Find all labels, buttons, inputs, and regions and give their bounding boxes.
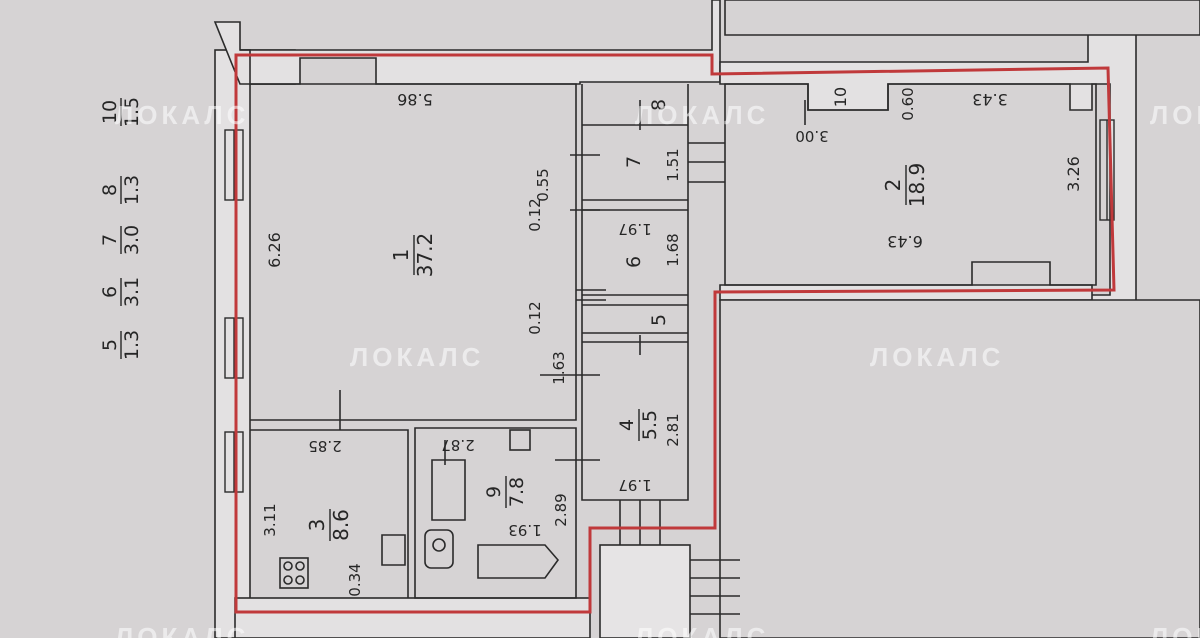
dim-room2-bottom: 6.43 [887, 232, 923, 251]
apartment-boundary [234, 53, 1116, 614]
room-area: 18.9 [905, 163, 929, 208]
dim-room2-niche-depth: 0.60 [899, 87, 917, 120]
watermarks: ЛОКАЛС ЛОКАЛС ЛОКАЛС ЛОКАЛС ЛОКАЛС ЛОКАЛ… [115, 100, 1200, 638]
room-5-number: 5 [648, 314, 670, 326]
watermark: ЛОКАЛС [350, 342, 484, 372]
room-2-label: 2 18.9 [881, 163, 929, 208]
legend-area: 3.0 [121, 225, 143, 255]
dim-room3-top: 2.85 [308, 437, 341, 455]
legend-num: 5 [99, 339, 121, 351]
room9-outline [414, 427, 577, 599]
stairwell [599, 544, 691, 638]
legend-num: 6 [99, 286, 121, 298]
watermark: ЛОКАЛС [635, 100, 769, 130]
room-6-number: 6 [623, 256, 645, 268]
watermark: ЛОКАЛС [115, 622, 249, 638]
room-8-number: 8 [648, 99, 670, 111]
room-number: 4 [616, 419, 638, 431]
dim-partition-c: 0.12 [526, 301, 544, 334]
legend-num: 7 [99, 234, 121, 246]
room3-outline [250, 429, 409, 598]
dim-room9-right: 2.89 [552, 493, 570, 526]
room-number: 2 [881, 179, 905, 192]
dim-room3-left: 3.11 [261, 503, 279, 536]
dim-room1-left: 6.26 [265, 232, 284, 268]
dim-room2-top: 3.43 [972, 90, 1008, 109]
room-number: 9 [483, 486, 505, 498]
service-column [581, 84, 689, 501]
washbasin [509, 429, 531, 451]
room-number: 3 [305, 519, 329, 532]
wall-top-main [240, 0, 721, 85]
room-10-number: 10 [831, 87, 850, 107]
dim-room3-bottom: 0.34 [346, 563, 364, 596]
legend-num: 10 [99, 100, 121, 124]
dim-room9-bottom: 1.93 [508, 521, 541, 539]
legend-item-6: 6 3.1 [99, 277, 143, 307]
bathtub [477, 544, 560, 579]
legend-area: 1.3 [121, 175, 143, 205]
legend-item-10: 10 1.5 [99, 97, 143, 127]
legend-area: 3.1 [121, 277, 143, 307]
wall-top-box [724, 0, 1200, 36]
watermark: ЛОКАЛС [635, 622, 769, 638]
room-number: 1 [389, 249, 413, 262]
watermark: ЛОКАЛС [115, 100, 249, 130]
room-area: 37.2 [413, 233, 437, 278]
dim-room9-top: 2.87 [441, 436, 474, 454]
legend-num: 8 [99, 184, 121, 196]
dim-room2-right: 3.26 [1064, 156, 1083, 192]
legend-area: 1.3 [121, 330, 143, 360]
room-1-label: 1 37.2 [389, 233, 437, 278]
dim-partition-a: 0.55 [534, 168, 552, 201]
dimension-labels: 5.86 6.26 3.43 6.43 3.26 3.00 0.60 2.85 … [261, 87, 1083, 596]
watermark: ЛОКАЛС [1150, 100, 1200, 130]
watermark: ЛОКАЛС [870, 342, 1004, 372]
legend-area: 1.5 [121, 97, 143, 127]
room1-outline [250, 83, 577, 421]
dim-room6-top: 1.97 [618, 220, 651, 238]
dim-room2-niche-width: 3.00 [795, 127, 828, 145]
room-area: 8.6 [329, 509, 353, 541]
stove [279, 557, 309, 589]
dim-room6-right: 1.68 [664, 233, 682, 266]
windows [224, 119, 1115, 493]
walls [213, 0, 1200, 638]
room-labels: 1 37.2 2 18.9 3 8.6 4 5.5 5 6 7 8 9 7.8 … [305, 87, 929, 541]
room-7-number: 7 [623, 156, 645, 168]
dim-hall-width: 1.63 [550, 351, 568, 384]
wall-left [214, 49, 251, 638]
sink [381, 534, 406, 566]
dim-room1-top: 5.86 [397, 90, 433, 109]
room-3-label: 3 8.6 [305, 509, 353, 541]
legend: 10 1.5 8 1.3 7 3.0 6 3.1 5 1.3 [99, 97, 143, 360]
dim-partition-b: 0.12 [526, 198, 544, 231]
room-9-label: 9 7.8 [483, 476, 528, 508]
dim-room7-right: 1.51 [664, 148, 682, 181]
legend-item-5: 5 1.3 [99, 330, 143, 360]
dim-room4-bottom: 1.97 [618, 476, 651, 494]
wall-bottom [234, 597, 591, 638]
dim-room4-right: 2.81 [664, 413, 682, 446]
room-area: 5.5 [639, 410, 661, 440]
toilet [424, 529, 454, 569]
watermark: ЛОКАЛС [1150, 622, 1200, 638]
wall-right-block [719, 299, 1200, 638]
room-4-label: 4 5.5 [616, 409, 661, 441]
room2-outline [724, 83, 1097, 286]
legend-item-7: 7 3.0 [99, 225, 143, 255]
partitions [250, 83, 1097, 638]
legend-item-8: 8 1.3 [99, 175, 143, 205]
room-area: 7.8 [506, 477, 528, 507]
